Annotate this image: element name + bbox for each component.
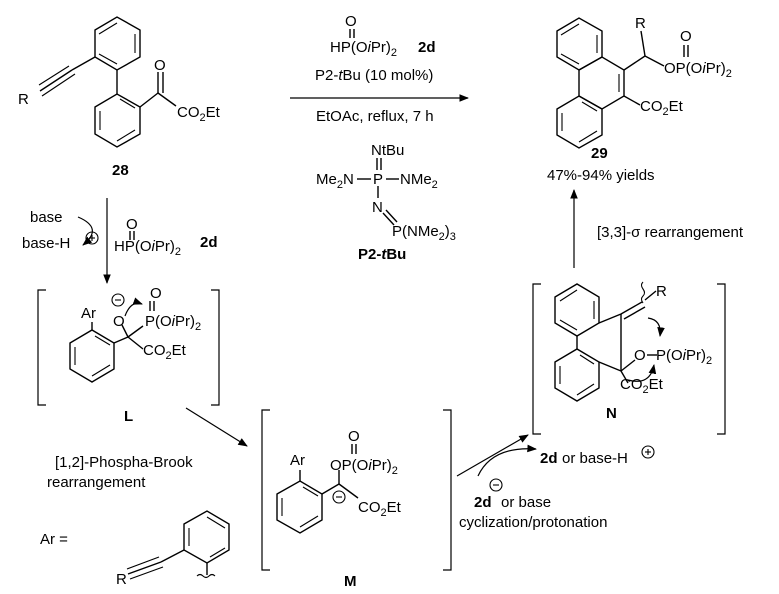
catalyst-phosphorus: P bbox=[373, 171, 383, 188]
cyclization-2d: 2d bbox=[474, 494, 492, 511]
phosphorus-n: P(OiPr)2 bbox=[656, 347, 712, 367]
intermediate-label-N: N bbox=[606, 405, 617, 422]
catalyst-me2n: Me2N bbox=[316, 171, 354, 191]
phosphate-m: OP(OiPr)2 bbox=[330, 457, 398, 477]
catalyst-nme2: NMe2 bbox=[400, 171, 438, 191]
top-reaction-conditions: O HP(OiPr)2 2d P2-tBu (10 mol%) EtOAc, r… bbox=[290, 13, 469, 125]
cyclization-or-base: or base bbox=[501, 494, 551, 511]
regenerated-2d: 2d bbox=[540, 450, 558, 467]
deprotonation-step: base base-H O HP(OiPr)2 2d bbox=[22, 198, 218, 284]
phospha-brook-label: [1,2]-Phospha-Brook rearrangement bbox=[47, 454, 193, 491]
base-h-label: base-H bbox=[22, 235, 70, 252]
catalyst-structure: NtBu Me2N P NMe2 N P(NMe2)3 P2-tBu bbox=[316, 142, 456, 263]
yield-29: 47%-94% yields bbox=[547, 167, 655, 184]
regenerated-or: or base-H bbox=[562, 450, 628, 467]
cyclization-step: 2d or base-H 2d or base cyclization/prot… bbox=[456, 434, 655, 531]
keto-oxygen-28: O bbox=[154, 57, 166, 74]
sigmatropic-label: [3,3]-σ rearrangement bbox=[597, 224, 744, 241]
intermediate-label-M: M bbox=[344, 573, 357, 590]
p-oxygen-l: O bbox=[150, 285, 162, 302]
base-label: base bbox=[30, 209, 63, 226]
cyclization-protonation: cyclization/protonation bbox=[459, 514, 607, 531]
reagent-o-left: O bbox=[126, 216, 138, 233]
intermediate-L: Ar O P(OiPr)2 O CO2Et L bbox=[37, 285, 220, 425]
ar-m: Ar bbox=[290, 452, 305, 469]
catalyst-ntbu: NtBu bbox=[371, 142, 404, 159]
r-group-n: R bbox=[656, 283, 667, 300]
intermediate-label-L: L bbox=[124, 408, 133, 425]
compound-29: R OP(OiPr)2 O CO2Et 29 47%-94% yields bbox=[547, 15, 732, 184]
phosphorus-l: P(OiPr)2 bbox=[145, 313, 201, 333]
ester-l: CO2Et bbox=[143, 342, 187, 362]
reagent-formula-left: HP(OiPr)2 bbox=[114, 238, 181, 258]
ester-28: CO2Et bbox=[177, 104, 221, 124]
oxygen-n: O bbox=[634, 347, 646, 364]
r-group-28: R bbox=[18, 91, 29, 108]
intermediate-M: Ar OP(OiPr)2 O CO2Et M bbox=[261, 409, 452, 590]
ester-n: CO2Et bbox=[620, 376, 664, 396]
phosphate-29: OP(OiPr)2 bbox=[664, 60, 732, 80]
reagent-formula-top: HP(OiPr)2 bbox=[330, 39, 397, 59]
phospha-brook-line1: [1,2]-Phospha-Brook bbox=[55, 454, 193, 471]
arrow-m-to-n bbox=[456, 434, 529, 477]
oxygen-l: O bbox=[113, 313, 125, 330]
ar-l: Ar bbox=[81, 305, 96, 322]
arrow-l-to-m bbox=[185, 407, 248, 447]
ester-29: CO2Et bbox=[640, 98, 684, 118]
catalyst-imine-n: N bbox=[372, 199, 383, 216]
phospha-brook-line2: rearrangement bbox=[47, 474, 146, 491]
catalyst-p-nme2-3: P(NMe2)3 bbox=[392, 223, 456, 243]
reagent-label-left: 2d bbox=[200, 234, 218, 251]
ar-equals: Ar = bbox=[40, 531, 68, 548]
intermediate-N: R O P(OiPr)2 CO2Et N bbox=[532, 281, 726, 435]
r-group-29: R bbox=[635, 15, 646, 32]
ar-r-group: R bbox=[116, 571, 127, 588]
reagent-o-top: O bbox=[345, 13, 357, 30]
compound-label-29: 29 bbox=[591, 145, 608, 162]
p-oxygen-m: O bbox=[348, 428, 360, 445]
reaction-conditions: EtOAc, reflux, 7 h bbox=[316, 108, 434, 125]
phosphoryl-o-29: O bbox=[680, 28, 692, 45]
ar-definition: Ar = R bbox=[40, 510, 230, 588]
compound-label-28: 28 bbox=[112, 162, 129, 179]
compound-28: R O CO2Et 28 bbox=[18, 16, 221, 179]
ester-m: CO2Et bbox=[358, 499, 402, 519]
catalyst-name: P2-tBu bbox=[358, 246, 406, 263]
reagent-label-top: 2d bbox=[418, 39, 436, 56]
sigmatropic-step: [3,3]-σ rearrangement bbox=[570, 189, 744, 268]
catalyst-loading: P2-tBu (10 mol%) bbox=[315, 67, 433, 84]
